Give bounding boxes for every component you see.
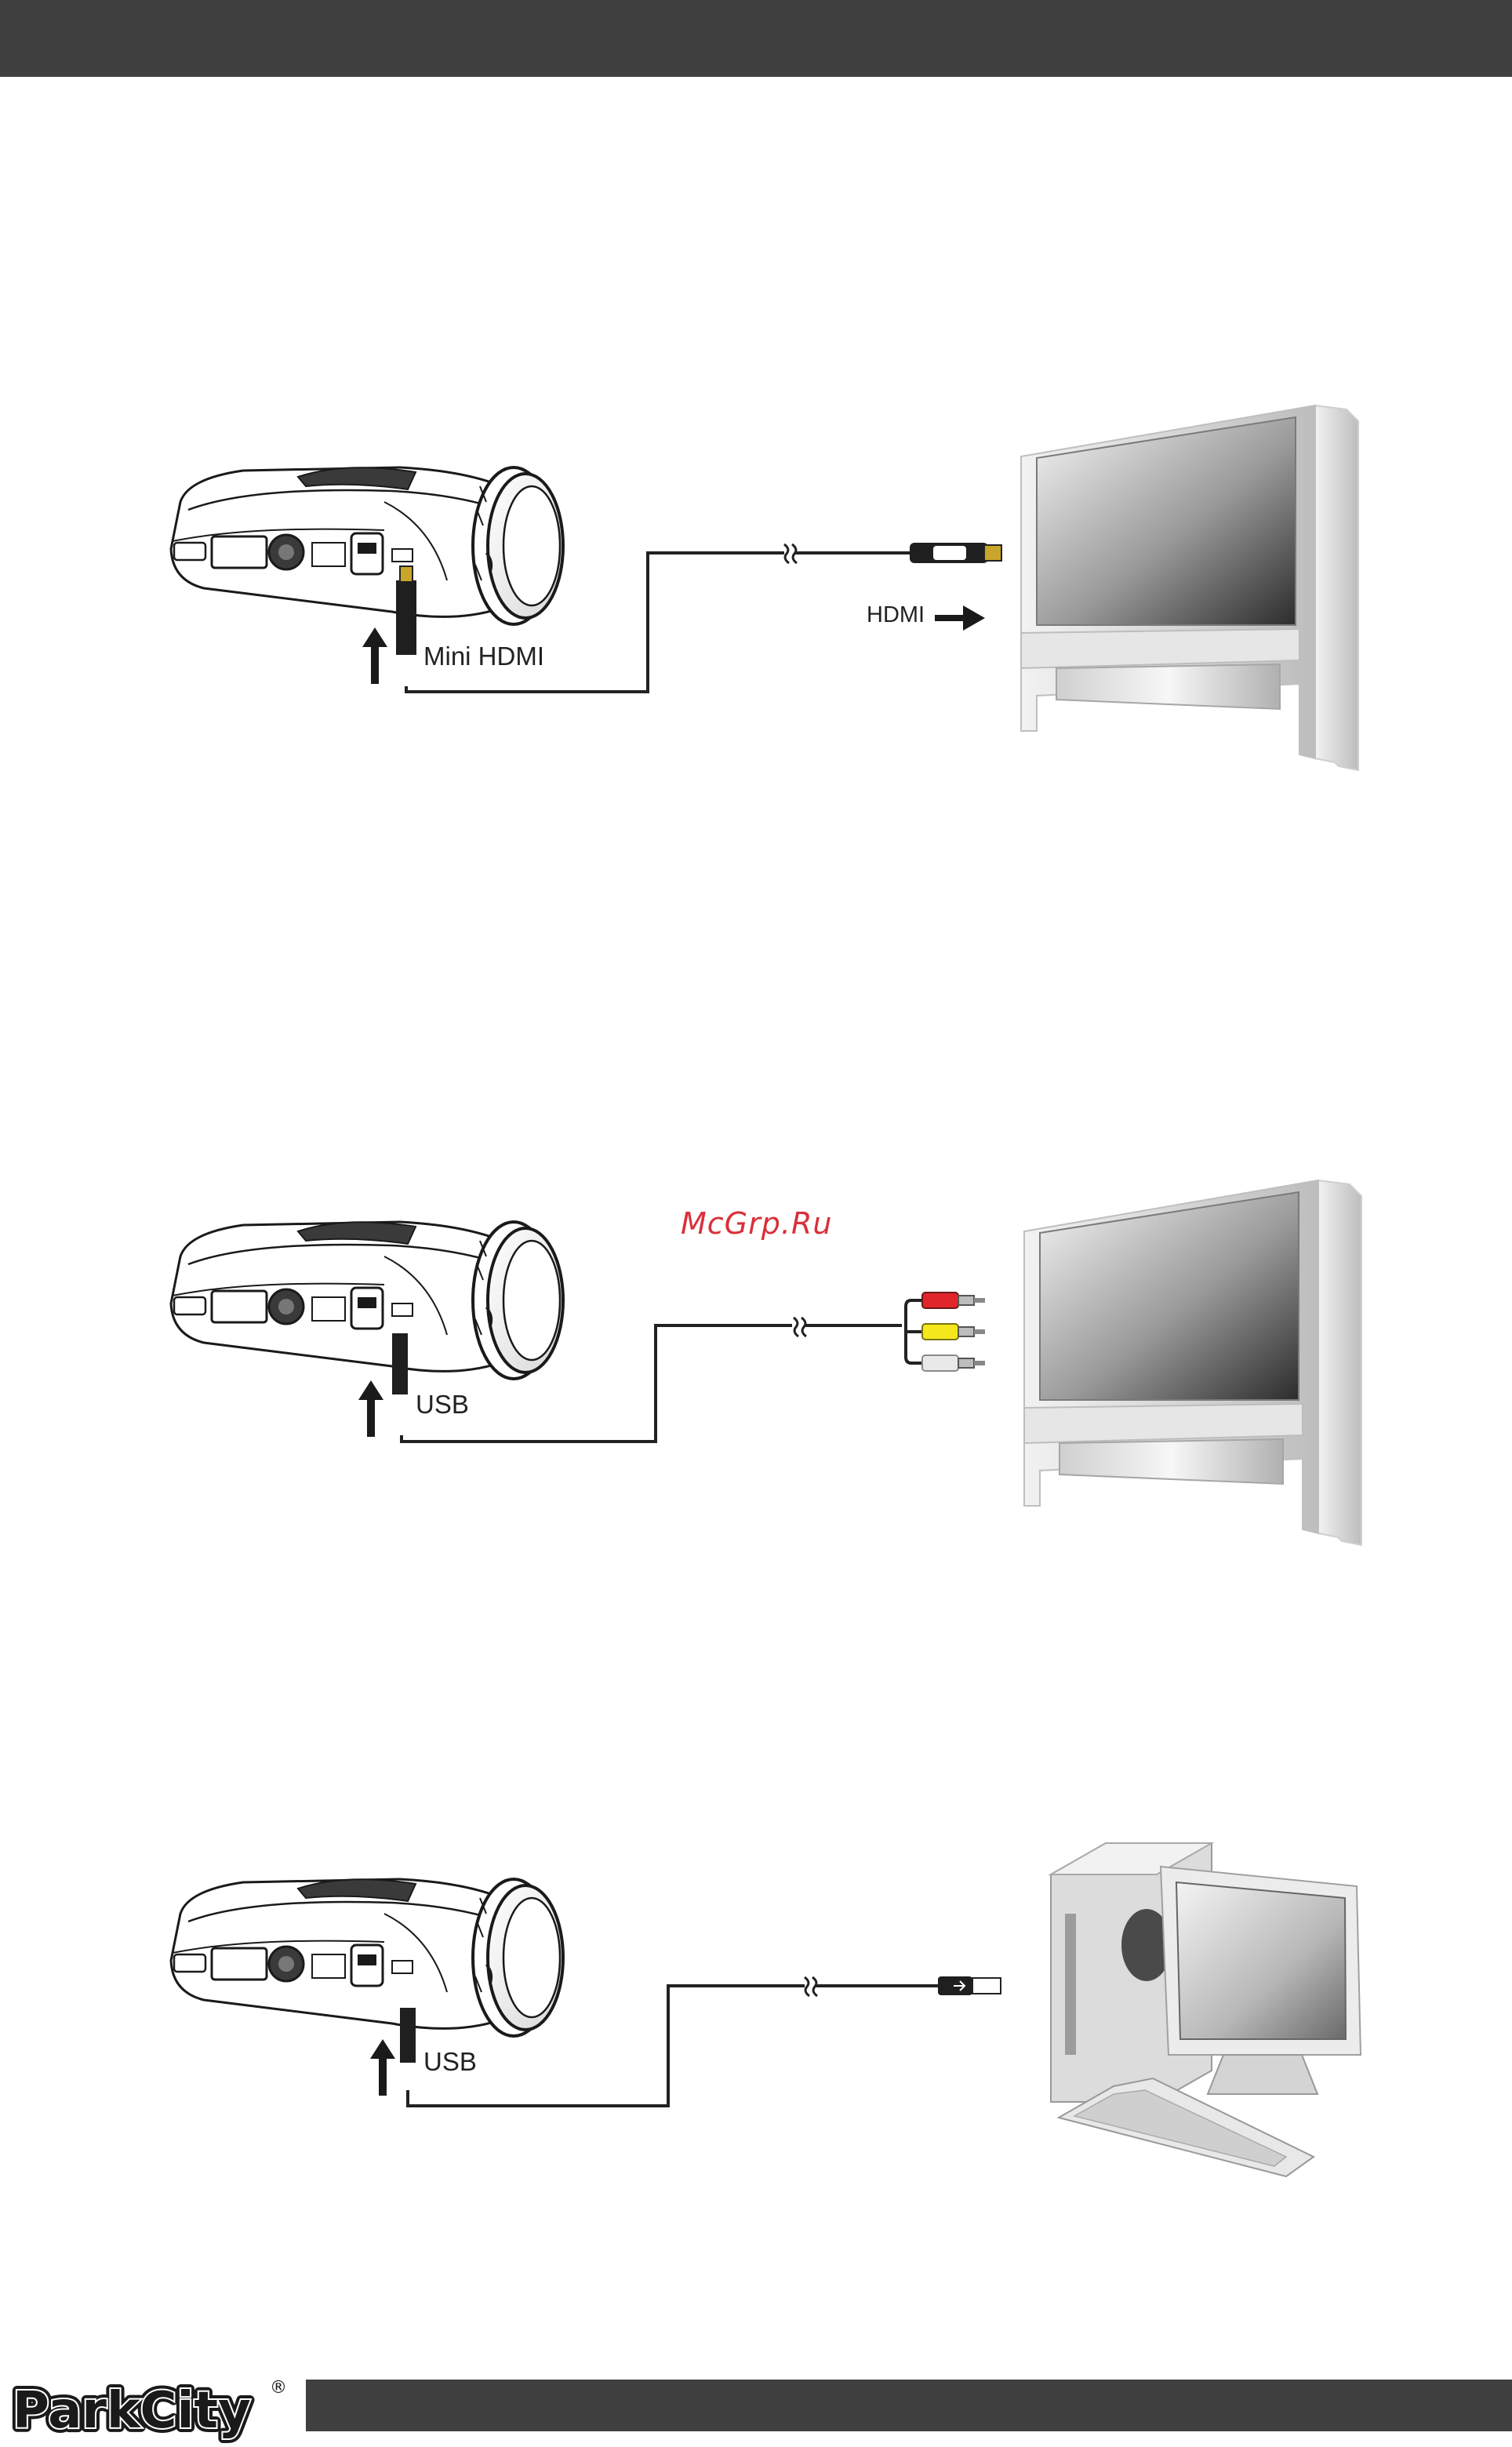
logo-text: ParkCity <box>13 2382 251 2440</box>
up-arrow-icon <box>370 2039 395 2096</box>
bottom-bar <box>306 2380 1512 2431</box>
registered-mark: ® <box>270 2378 286 2398</box>
top-bar <box>0 0 1512 77</box>
up-arrow-icon <box>362 627 387 684</box>
watermark-text: McGrp.Ru <box>681 1206 832 1241</box>
rca-yellow-plug <box>922 1324 985 1340</box>
cable-break-mark <box>794 1318 806 1336</box>
hdmi-plug <box>910 543 1001 563</box>
tv-illustration <box>1021 405 1358 770</box>
cable-break-mark <box>784 544 797 563</box>
desktop-computer-illustration <box>1051 1843 1361 2176</box>
parkcity-logo: ParkCity ParkCity ParkCity ® <box>8 2365 286 2443</box>
rca-white-plug <box>922 1355 985 1371</box>
rca-red-plug <box>922 1293 985 1308</box>
camcorder-illustration <box>171 1879 563 2036</box>
tv-illustration <box>1024 1180 1361 1545</box>
camera-port-label: USB <box>416 1390 469 1420</box>
cable-break-mark <box>805 1977 817 1996</box>
up-arrow-icon <box>358 1380 383 1437</box>
tv-input-label: HDMI <box>867 602 925 628</box>
camera-port-label: USB <box>423 2047 477 2077</box>
right-arrow-icon <box>935 605 985 631</box>
camcorder-illustration <box>171 467 563 624</box>
usb-plug <box>938 1976 1001 1995</box>
usb-connection-diagram: USB <box>0 1820 1512 2290</box>
hdmi-connection-diagram: Mini HDMI HDMI <box>0 392 1512 863</box>
camcorder-illustration <box>171 1222 563 1379</box>
camera-port-label: Mini HDMI <box>423 642 544 671</box>
mini-hdmi-plug <box>396 580 416 655</box>
mini-usb-plug <box>400 2008 416 2063</box>
av-jack-plug <box>392 1333 408 1394</box>
av-connection-diagram: USB <box>0 1176 1512 1647</box>
